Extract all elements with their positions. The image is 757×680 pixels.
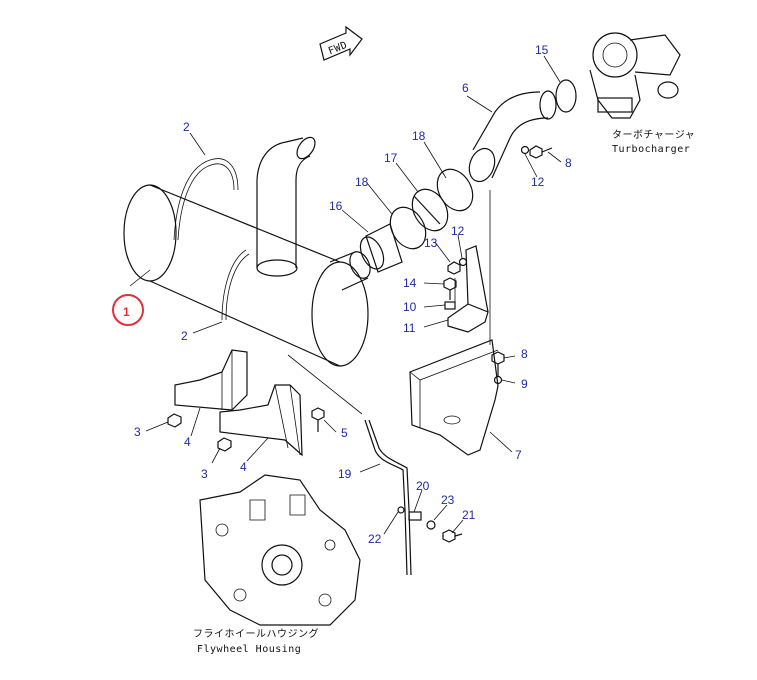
callout-14: 14 bbox=[403, 276, 417, 290]
callout-23: 23 bbox=[441, 493, 455, 507]
callout-13: 13 bbox=[424, 236, 438, 250]
callout-2-lower: 2 bbox=[181, 329, 188, 343]
callout-7: 7 bbox=[515, 448, 522, 462]
nut-13 bbox=[447, 261, 461, 275]
callout-8-lower: 8 bbox=[521, 347, 528, 361]
nut-22 bbox=[397, 506, 405, 514]
turbocharger-label-en: Turbocharger bbox=[612, 144, 690, 155]
callout-18-lower: 18 bbox=[355, 175, 369, 189]
bolt-21 bbox=[442, 529, 463, 543]
callout-9: 9 bbox=[521, 377, 528, 391]
callout-17: 17 bbox=[384, 151, 398, 165]
callout-21: 21 bbox=[462, 508, 476, 522]
turbocharger bbox=[589, 32, 681, 119]
leader-lines bbox=[129, 55, 562, 535]
callout-3-left: 3 bbox=[134, 425, 141, 439]
callout-12-mid: 12 bbox=[451, 224, 465, 238]
bracket-11 bbox=[447, 245, 489, 333]
callout-20: 20 bbox=[416, 479, 430, 493]
turbocharger-label-jp: ターボチャージャ bbox=[612, 129, 695, 141]
callout-1: 1 bbox=[123, 305, 130, 319]
mounting-bracket-right bbox=[219, 384, 303, 457]
callout-18-upper: 18 bbox=[412, 129, 426, 143]
clamp-18-upper bbox=[436, 168, 474, 212]
callout-5: 5 bbox=[341, 426, 348, 440]
callout-10: 10 bbox=[403, 300, 417, 314]
clamp-17 bbox=[411, 188, 449, 232]
callout-2-upper: 2 bbox=[183, 120, 190, 134]
clip-20 bbox=[408, 511, 422, 521]
u-bolt-strap-lower bbox=[221, 249, 250, 321]
bolt-14 bbox=[443, 277, 457, 300]
exhaust-pipe bbox=[468, 90, 557, 183]
bolt-8-upper bbox=[529, 145, 553, 159]
callout-numbers: 1 2 2 3 3 4 4 5 6 7 8 8 9 10 11 12 12 13… bbox=[123, 43, 572, 546]
callout-11: 11 bbox=[403, 321, 416, 335]
bolt-8-lower bbox=[491, 351, 505, 376]
washer-10 bbox=[444, 301, 456, 310]
washer-9 bbox=[493, 375, 503, 385]
u-bolt-strap-upper bbox=[173, 158, 239, 241]
callout-22: 22 bbox=[368, 532, 382, 546]
callout-6: 6 bbox=[462, 81, 469, 95]
support-bracket-7 bbox=[409, 339, 499, 456]
sleeve-16 bbox=[359, 223, 403, 273]
callout-12-upper: 12 bbox=[531, 175, 545, 189]
callout-4-right: 4 bbox=[240, 460, 247, 474]
callout-16: 16 bbox=[329, 199, 343, 213]
washer-12-mid bbox=[458, 257, 468, 267]
component-labels: ターボチャージャ Turbocharger フライホイールハウジング Flywh… bbox=[193, 129, 695, 655]
gasket-15 bbox=[555, 79, 577, 113]
mounting-bracket-left bbox=[174, 349, 248, 411]
fwd-arrow: FWD bbox=[319, 25, 363, 61]
callout-15: 15 bbox=[535, 43, 549, 57]
callout-4-left: 4 bbox=[184, 435, 191, 449]
drain-tube bbox=[364, 419, 412, 576]
bolt-5 bbox=[311, 407, 325, 432]
highlight-ring bbox=[112, 294, 144, 326]
washer-23 bbox=[426, 520, 436, 530]
nut-3-right bbox=[217, 437, 232, 452]
callout-8-upper: 8 bbox=[565, 156, 572, 170]
flywheel-housing-label-jp: フライホイールハウジング bbox=[193, 627, 319, 640]
muffler bbox=[123, 136, 371, 367]
callout-19: 19 bbox=[338, 467, 352, 481]
nut-3-left bbox=[167, 413, 182, 428]
washer-12-upper bbox=[520, 145, 530, 155]
flywheel-housing bbox=[199, 474, 361, 626]
callout-3-right: 3 bbox=[201, 467, 208, 481]
flywheel-housing-label-en: Flywheel Housing bbox=[197, 644, 301, 655]
